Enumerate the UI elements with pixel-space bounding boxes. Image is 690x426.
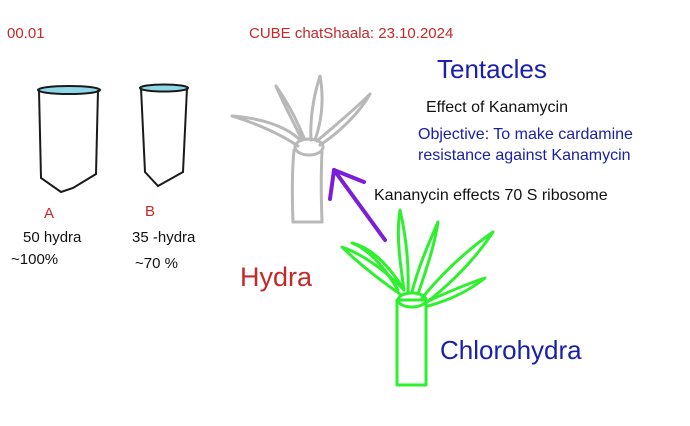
test-tube-b-icon [139, 83, 189, 188]
hydra-drawing [230, 74, 372, 224]
objective-line-2: resistance against Kanamycin [418, 147, 631, 164]
hydra-label: Hydra [240, 262, 313, 292]
arrow-up-right-icon [328, 168, 387, 242]
slide-number: 00.01 [7, 25, 45, 42]
session-title: CUBE chatShaala: 23.10.2024 [249, 25, 454, 42]
tube-a-count: 50 hydra [23, 229, 82, 246]
effect-heading: Effect of Kanamycin [426, 99, 568, 116]
objective-line-1: Objective: To make cardamine [418, 126, 633, 143]
effect-note: Kananycin effects 70 S ribosome [374, 187, 608, 204]
tube-b-percent: ~70 % [135, 255, 178, 272]
tube-a-letter: A [44, 205, 55, 222]
tentacles-label: Tentacles [437, 54, 547, 84]
tube-b-count: 35 -hydra [132, 229, 196, 246]
chlorohydra-drawing [340, 208, 495, 387]
tube-a-percent: ~100% [11, 251, 59, 268]
test-tube-a-icon [37, 85, 101, 194]
chlorohydra-label: Chlorohydra [440, 335, 582, 365]
tube-b-letter: B [145, 203, 156, 220]
